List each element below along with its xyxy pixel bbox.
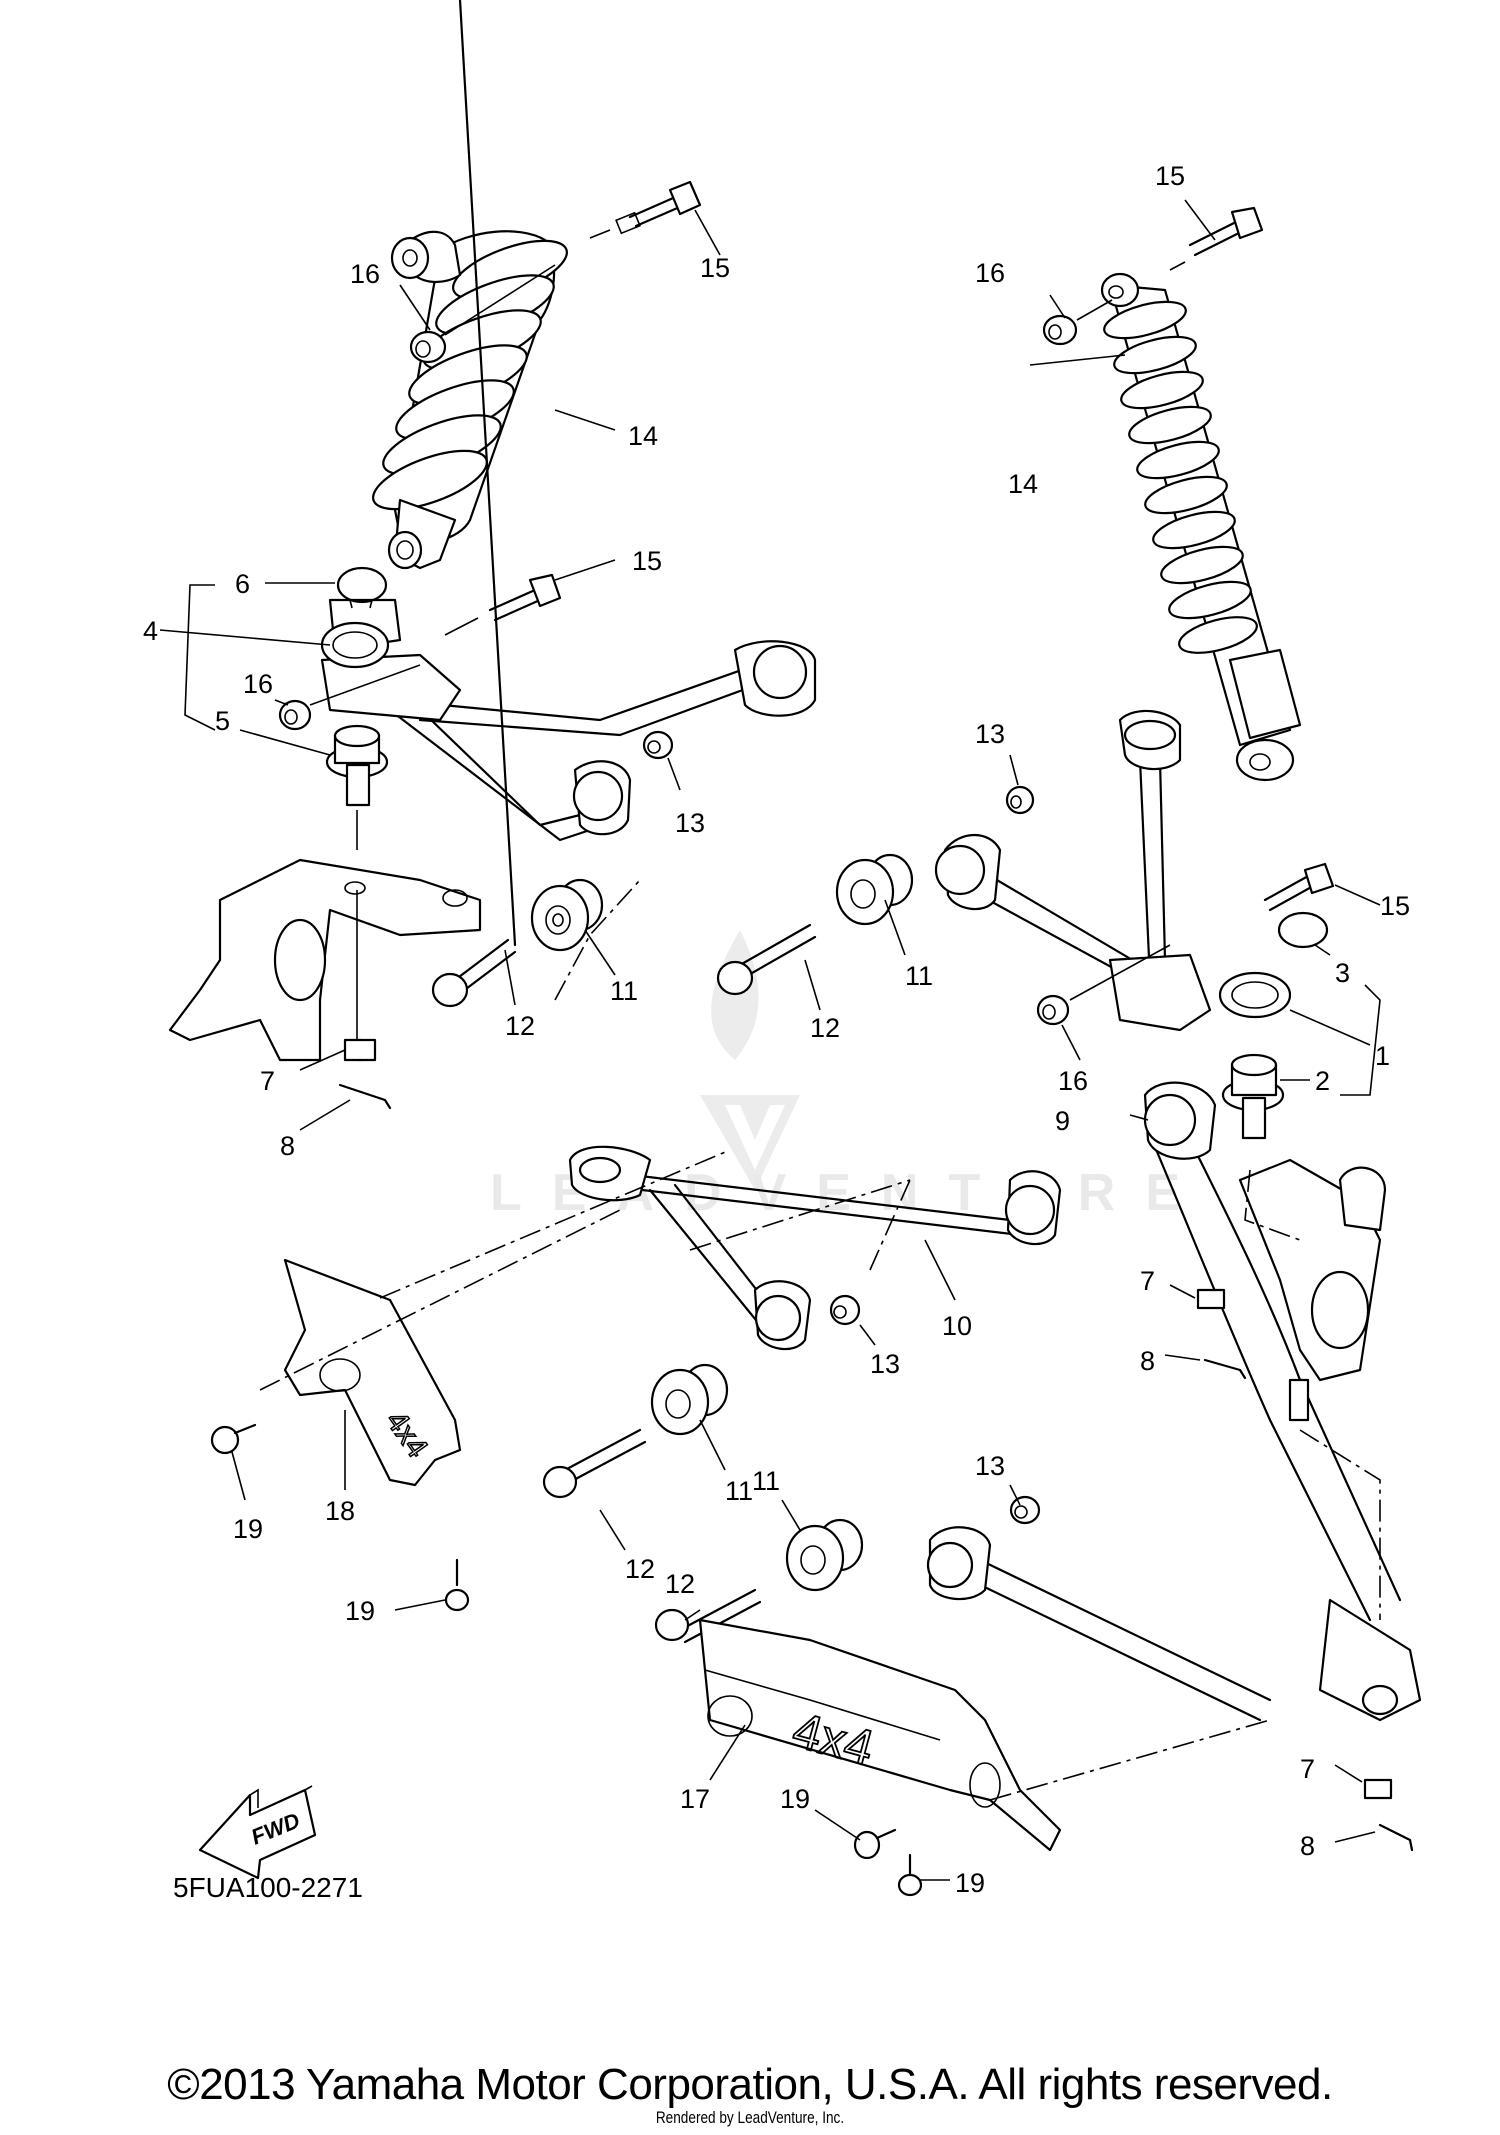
- skid-plate-17: 4x4: [698, 1618, 1062, 1852]
- callout-10: 10: [942, 1311, 972, 1341]
- bushing-11-lower-left: [650, 1363, 729, 1436]
- callout-11: 11: [752, 1466, 780, 1496]
- callout-12: 12: [665, 1569, 695, 1599]
- callout-16: 16: [975, 258, 1005, 288]
- forward-direction-arrow: FWD: [198, 1785, 317, 1880]
- cotter-pin-8-left: [338, 1083, 392, 1110]
- shock-absorber-left: [372, 230, 568, 570]
- callout-12: 12: [505, 1011, 535, 1041]
- callout-19: 19: [780, 1784, 810, 1814]
- cotter-pin-8-right-a: [1203, 1358, 1247, 1380]
- bushing-11-lower-right: [785, 1518, 864, 1592]
- callout-12: 12: [810, 1013, 840, 1043]
- callout-leaders: [159, 199, 1381, 1881]
- callout-16: 16: [243, 669, 273, 699]
- diagram-code: 5FUA100-2271: [173, 1872, 363, 1903]
- ball-joint-5: [325, 724, 389, 850]
- nut-13-lower-right: [1009, 1495, 1041, 1525]
- nut-16-upper-left: [409, 264, 556, 364]
- bolt-15-upper-right: [1169, 206, 1264, 271]
- callout-14: 14: [1008, 469, 1038, 499]
- collar-1: [1218, 971, 1292, 1019]
- callout-15: 15: [1380, 891, 1410, 921]
- nut-7-right-a: [1196, 1288, 1226, 1310]
- callout-13: 13: [975, 719, 1005, 749]
- nut-7-right-b: [1363, 1778, 1393, 1800]
- nut-16-upper-right: [1042, 299, 1113, 346]
- callout-13: 13: [975, 1451, 1005, 1481]
- callout-17: 17: [680, 1784, 710, 1814]
- callout-7: 7: [260, 1066, 275, 1096]
- callout-9: 9: [1055, 1106, 1070, 1136]
- nut-13-upper-left: [642, 730, 674, 760]
- bolt-15-right: [1263, 862, 1335, 912]
- cotter-pin-8-right-b: [1378, 1823, 1414, 1852]
- callout-14: 14: [628, 421, 658, 451]
- callout-11: 11: [905, 961, 933, 991]
- nut-13-upper-right: [1005, 785, 1035, 815]
- callout-18: 18: [325, 1496, 355, 1526]
- callout-19: 19: [955, 1868, 985, 1898]
- bolt-19-left-b: [444, 1558, 470, 1612]
- nut-7-left: [343, 1038, 377, 1062]
- shock-absorber-right: [1100, 272, 1302, 782]
- callout-19: 19: [233, 1514, 263, 1544]
- callout-8: 8: [1300, 1831, 1315, 1861]
- callout-2: 2: [1315, 1066, 1330, 1096]
- upper-arm-right: [934, 709, 1212, 1032]
- nut-16-mid-left: [278, 664, 421, 731]
- callout-15: 15: [632, 546, 662, 576]
- copyright-notice: ©2013 Yamaha Motor Corporation, U.S.A. A…: [167, 2060, 1333, 2109]
- nut-16-right: [1036, 944, 1171, 1026]
- callout-16: 16: [350, 259, 380, 289]
- callout-15: 15: [1155, 161, 1185, 191]
- assembly-lines: [259, 879, 1381, 1801]
- callout-6: 6: [235, 569, 250, 599]
- callout-7: 7: [1140, 1266, 1155, 1296]
- upper-arm-left: [320, 598, 817, 842]
- bolt-19-right-b: [897, 1853, 923, 1897]
- callout-7: 7: [1300, 1754, 1315, 1784]
- ball-joint-2: [1221, 1053, 1285, 1140]
- callout-11: 11: [610, 976, 638, 1006]
- callout-1: 1: [1375, 1041, 1390, 1071]
- callout-3: 3: [1335, 958, 1350, 988]
- bolt-12-lower-left: [542, 1428, 647, 1499]
- callout-13: 13: [675, 808, 705, 838]
- bolt-12-upper-right: [716, 923, 817, 996]
- bolt-12-lower-right: [654, 1588, 762, 1644]
- skid-plate-18: 4x4: [283, 1258, 462, 1487]
- steering-knuckle-left: [168, 858, 482, 1062]
- bolt-15-mid-left: [444, 573, 562, 636]
- lower-arm-10: [568, 1145, 1062, 1351]
- bolt-19-right-a: [853, 1828, 897, 1860]
- callout-13: 13: [870, 1349, 900, 1379]
- callout-8: 8: [1140, 1346, 1155, 1376]
- bolt-19-left-a: [210, 1423, 257, 1455]
- callout-15: 15: [700, 253, 730, 283]
- callout-5: 5: [215, 706, 230, 736]
- bolt-15-upper-left: [589, 180, 702, 239]
- circlip-6: [336, 566, 388, 609]
- bushing-11-upper-left: [530, 878, 604, 952]
- steering-knuckle-right: [1238, 1158, 1387, 1422]
- nut-13-lower-left: [829, 1294, 861, 1326]
- callout-labels: 15 16 14 15 6 4 16 5 13 11 12 7 8 15 16 …: [143, 161, 1410, 1898]
- circlip-3: [1277, 911, 1329, 949]
- bushing-11-upper-right: [835, 853, 914, 926]
- bolt-12-upper-left: [431, 0, 517, 1008]
- callout-11: 11: [725, 1476, 753, 1506]
- callout-19: 19: [345, 1596, 375, 1626]
- collar-4: [320, 621, 390, 669]
- callout-16: 16: [1058, 1066, 1088, 1096]
- callout-8: 8: [280, 1131, 295, 1161]
- lower-arm-9: [926, 1081, 1422, 1722]
- callout-4: 4: [143, 616, 158, 646]
- rendered-by-notice: Rendered by LeadVenture, Inc.: [655, 2108, 845, 2127]
- callout-12: 12: [625, 1554, 655, 1584]
